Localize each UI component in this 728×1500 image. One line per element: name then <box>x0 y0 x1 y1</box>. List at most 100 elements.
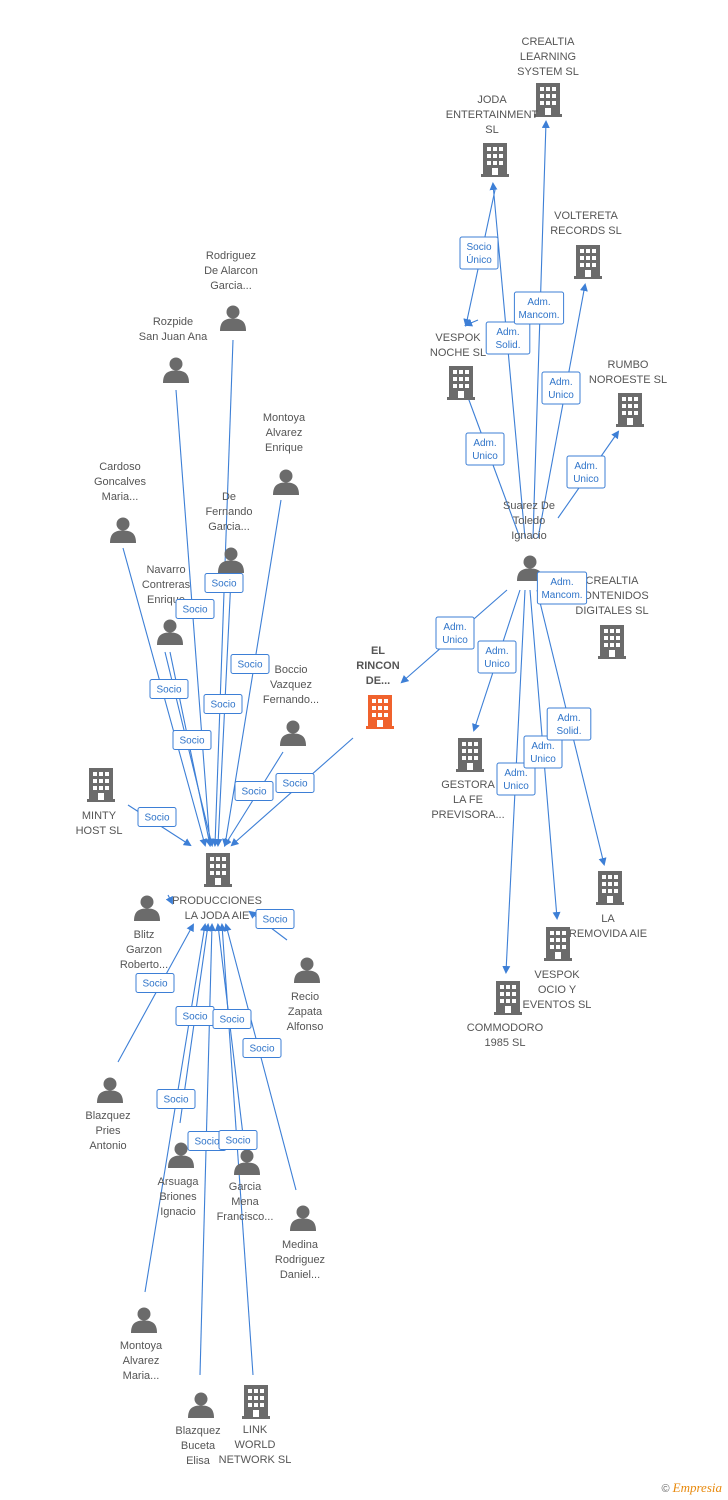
edge-label[interactable]: Socio <box>149 679 189 699</box>
edge-label[interactable]: Socio <box>175 1006 215 1026</box>
edge-label[interactable]: Adm.Mancom. <box>513 291 565 325</box>
node-label: WORLD <box>235 1439 276 1451</box>
person-icon <box>294 957 320 983</box>
edge-label-box <box>513 291 565 325</box>
edge-label[interactable]: Socio <box>137 807 177 827</box>
edge-label-text: Adm. <box>549 377 572 388</box>
edge-label[interactable]: Socio <box>230 654 270 674</box>
edge-label[interactable]: Adm.Unico <box>435 616 475 650</box>
edge-label-box <box>459 236 499 270</box>
edge-label[interactable]: Socio <box>218 1130 258 1150</box>
edge-label[interactable]: Adm.Mancom. <box>536 571 588 605</box>
node-label: Zapata <box>288 1006 323 1018</box>
edge-label-text: Socio <box>262 915 287 926</box>
node-label: LA FE <box>453 794 483 806</box>
node-label: GESTORA <box>441 779 495 791</box>
edge-label-text: Socio <box>282 779 307 790</box>
node-label: EVENTOS SL <box>523 999 592 1011</box>
node-label: SL <box>485 124 498 136</box>
edge-label[interactable]: Socio <box>212 1009 252 1029</box>
footer-brand[interactable]: © Empresia <box>661 1480 722 1496</box>
edge-line <box>464 319 479 327</box>
edge-label[interactable]: Socio <box>135 973 175 993</box>
person-icon <box>280 720 306 746</box>
edge-label[interactable]: Socio <box>242 1038 282 1058</box>
edge-label[interactable]: Socio <box>203 694 243 714</box>
node-medina[interactable]: MedinaRodriguezDaniel... <box>275 1205 325 1282</box>
edge-label[interactable]: Socio <box>204 573 244 593</box>
edge-label[interactable]: Socio <box>255 909 295 929</box>
edge-label[interactable]: Socio <box>172 730 212 750</box>
edge-label[interactable]: Adm.Unico <box>477 640 517 674</box>
node-label: VOLTERETA <box>554 210 618 222</box>
node-label: Toledo <box>513 515 545 527</box>
node-garcia-mena[interactable]: GarciaMenaFrancisco... <box>217 1149 274 1224</box>
edge-label[interactable]: Adm.Unico <box>496 762 536 796</box>
node-label: 1985 SL <box>485 1037 526 1049</box>
node-label: De <box>222 491 236 503</box>
edge-label-text: Socio <box>211 579 236 590</box>
edge-label-box <box>137 807 177 827</box>
building-icon <box>574 245 602 279</box>
node-label: Roberto... <box>120 959 168 971</box>
node-de-fernando[interactable]: DeFernandoGarcia... <box>205 491 253 573</box>
edge-line <box>214 923 244 1136</box>
node-cardoso[interactable]: CardosoGoncalvesMaria... <box>94 461 146 543</box>
edge-label[interactable]: Socio <box>234 781 274 801</box>
edge-label[interactable]: Adm.Unico <box>566 455 606 489</box>
edge-label-box <box>242 1038 282 1058</box>
building-icon <box>596 871 624 905</box>
node-label: Garcia... <box>210 280 252 292</box>
node-label: Medina <box>282 1239 319 1251</box>
edge-label[interactable]: Socio <box>175 599 215 619</box>
building-icon <box>616 393 644 427</box>
node-label: CONTENIDOS <box>575 590 648 602</box>
node-el-rincon[interactable]: ELRINCONDE... <box>356 645 400 729</box>
node-label: LEARNING <box>520 51 576 63</box>
node-boccio[interactable]: BoccioVazquezFernando... <box>263 664 319 746</box>
node-montoya-maria[interactable]: MontoyaAlvarezMaria... <box>120 1307 163 1383</box>
edge-label-text: Unico <box>530 754 556 765</box>
node-blitz[interactable]: BlitzGarzonRoberto... <box>120 895 168 972</box>
node-label: RECORDS SL <box>550 225 622 237</box>
edge-label-text: Socio <box>210 700 235 711</box>
edge-label[interactable]: Adm.Unico <box>523 735 563 769</box>
node-voltereta[interactable]: VOLTERETA RECORDS SL <box>550 210 622 279</box>
person-icon <box>188 1392 214 1418</box>
edge-label[interactable]: Adm.Solid. <box>546 707 592 741</box>
edge-line <box>165 894 173 905</box>
edge-label[interactable]: Adm.Unico <box>541 371 581 405</box>
node-label: CREALTIA <box>522 36 576 48</box>
edge-label[interactable]: Adm.Unico <box>465 432 505 466</box>
edge-label-text: Adm. <box>527 297 550 308</box>
edge-label[interactable]: Adm.Solid. <box>485 321 531 355</box>
node-label: Antonio <box>89 1140 126 1152</box>
edge-label[interactable]: Socio <box>275 773 315 793</box>
edge-label[interactable]: Socio <box>156 1089 196 1109</box>
node-label: JODA <box>477 94 507 106</box>
person-icon <box>163 357 189 383</box>
node-label: Garcia... <box>208 521 250 533</box>
